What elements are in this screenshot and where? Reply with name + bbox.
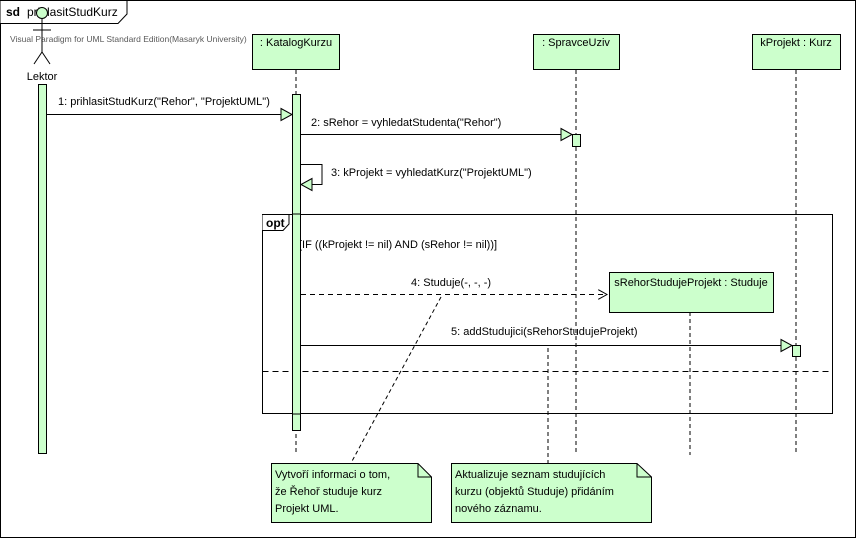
note-1-line-3: Projekt UML.	[275, 503, 339, 515]
message-1[interactable]: 1: prihlasitStudKurz("Rehor", "ProjektUM…	[47, 96, 294, 122]
svg-text:sRehorStudujeProjekt : Studuje: sRehorStudujeProjekt : Studuje	[614, 277, 767, 289]
svg-text:: SpravceUziv: : SpravceUziv	[542, 37, 610, 49]
lifeline-head-katalog[interactable]: : KatalogKurzu	[252, 34, 340, 70]
message-2-label: 2: sRehor = vyhledatStudenta("Rehor")	[311, 117, 501, 129]
note-2-line-1: Aktualizuje seznam studujících	[455, 469, 605, 481]
note-1-anchor	[350, 296, 442, 464]
lifeline-head-spravce[interactable]: : SpravceUziv	[533, 34, 620, 70]
message-4[interactable]: 4: Studuje(-, -, -)	[301, 277, 607, 295]
opt-fragment: opt [IF ((kProjekt != nil) AND (sRehor !…	[262, 214, 833, 414]
svg-text:: KatalogKurzu: : KatalogKurzu	[260, 37, 332, 49]
activation-lektor	[38, 84, 47, 454]
activation-spravce	[572, 134, 581, 147]
actor-leg-right	[41, 51, 51, 65]
note-1-line-2: že Řehoř studuje kurz	[275, 485, 382, 498]
frame-label-tab	[0, 0, 128, 24]
lifeline-head-kprojekt[interactable]: kProjekt : Kurz	[752, 34, 841, 70]
actor-leg-left	[33, 51, 43, 65]
message-2[interactable]: 2: sRehor = vyhledatStudenta("Rehor")	[301, 117, 574, 142]
opt-operator: opt	[266, 216, 285, 230]
message-5-label: 5: addStudujici(sRehorStudujeProjekt)	[451, 326, 638, 338]
actor-label: Lektor	[27, 71, 58, 83]
actor-lektor[interactable]: Lektor	[27, 7, 58, 84]
note-1[interactable]: Vytvoří informaci o tom, že Řehoř studuj…	[271, 463, 432, 523]
frame-name: prihlasitStudKurz	[27, 5, 118, 19]
message-4-label: 4: Studuje(-, -, -)	[411, 277, 491, 289]
svg-text:kProjekt : Kurz: kProjekt : Kurz	[760, 37, 832, 49]
message-3-label: 3: kProjekt = vyhledatKurz("ProjektUML")	[331, 167, 532, 179]
note-2[interactable]: Aktualizuje seznam studujících kurzu (ob…	[451, 463, 652, 523]
message-5[interactable]: 5: addStudujici(sRehorStudujeProjekt)	[301, 326, 794, 353]
note-2-line-3: nového záznamu.	[455, 503, 542, 515]
note-2-line-2: kurzu (objektů Studuje) přidáním	[455, 486, 614, 498]
activation-kprojekt	[792, 345, 801, 357]
opt-guard: [IF ((kProjekt != nil) AND (sRehor != ni…	[299, 239, 497, 251]
note-1-line-1: Vytvoří informaci o tom,	[275, 469, 390, 481]
lifeline-head-studuje[interactable]: sRehorStudujeProjekt : Studuje	[609, 272, 774, 313]
actor-head	[36, 7, 48, 19]
activation-katalog-overlay	[292, 213, 301, 415]
message-3[interactable]: 3: kProjekt = vyhledatKurz("ProjektUML")	[299, 164, 532, 192]
frame-keyword: sd	[6, 5, 20, 19]
watermark: Visual Paradigm for UML Standard Edition…	[10, 34, 247, 44]
message-1-label: 1: prihlasitStudKurz("Rehor", "ProjektUM…	[58, 96, 270, 108]
